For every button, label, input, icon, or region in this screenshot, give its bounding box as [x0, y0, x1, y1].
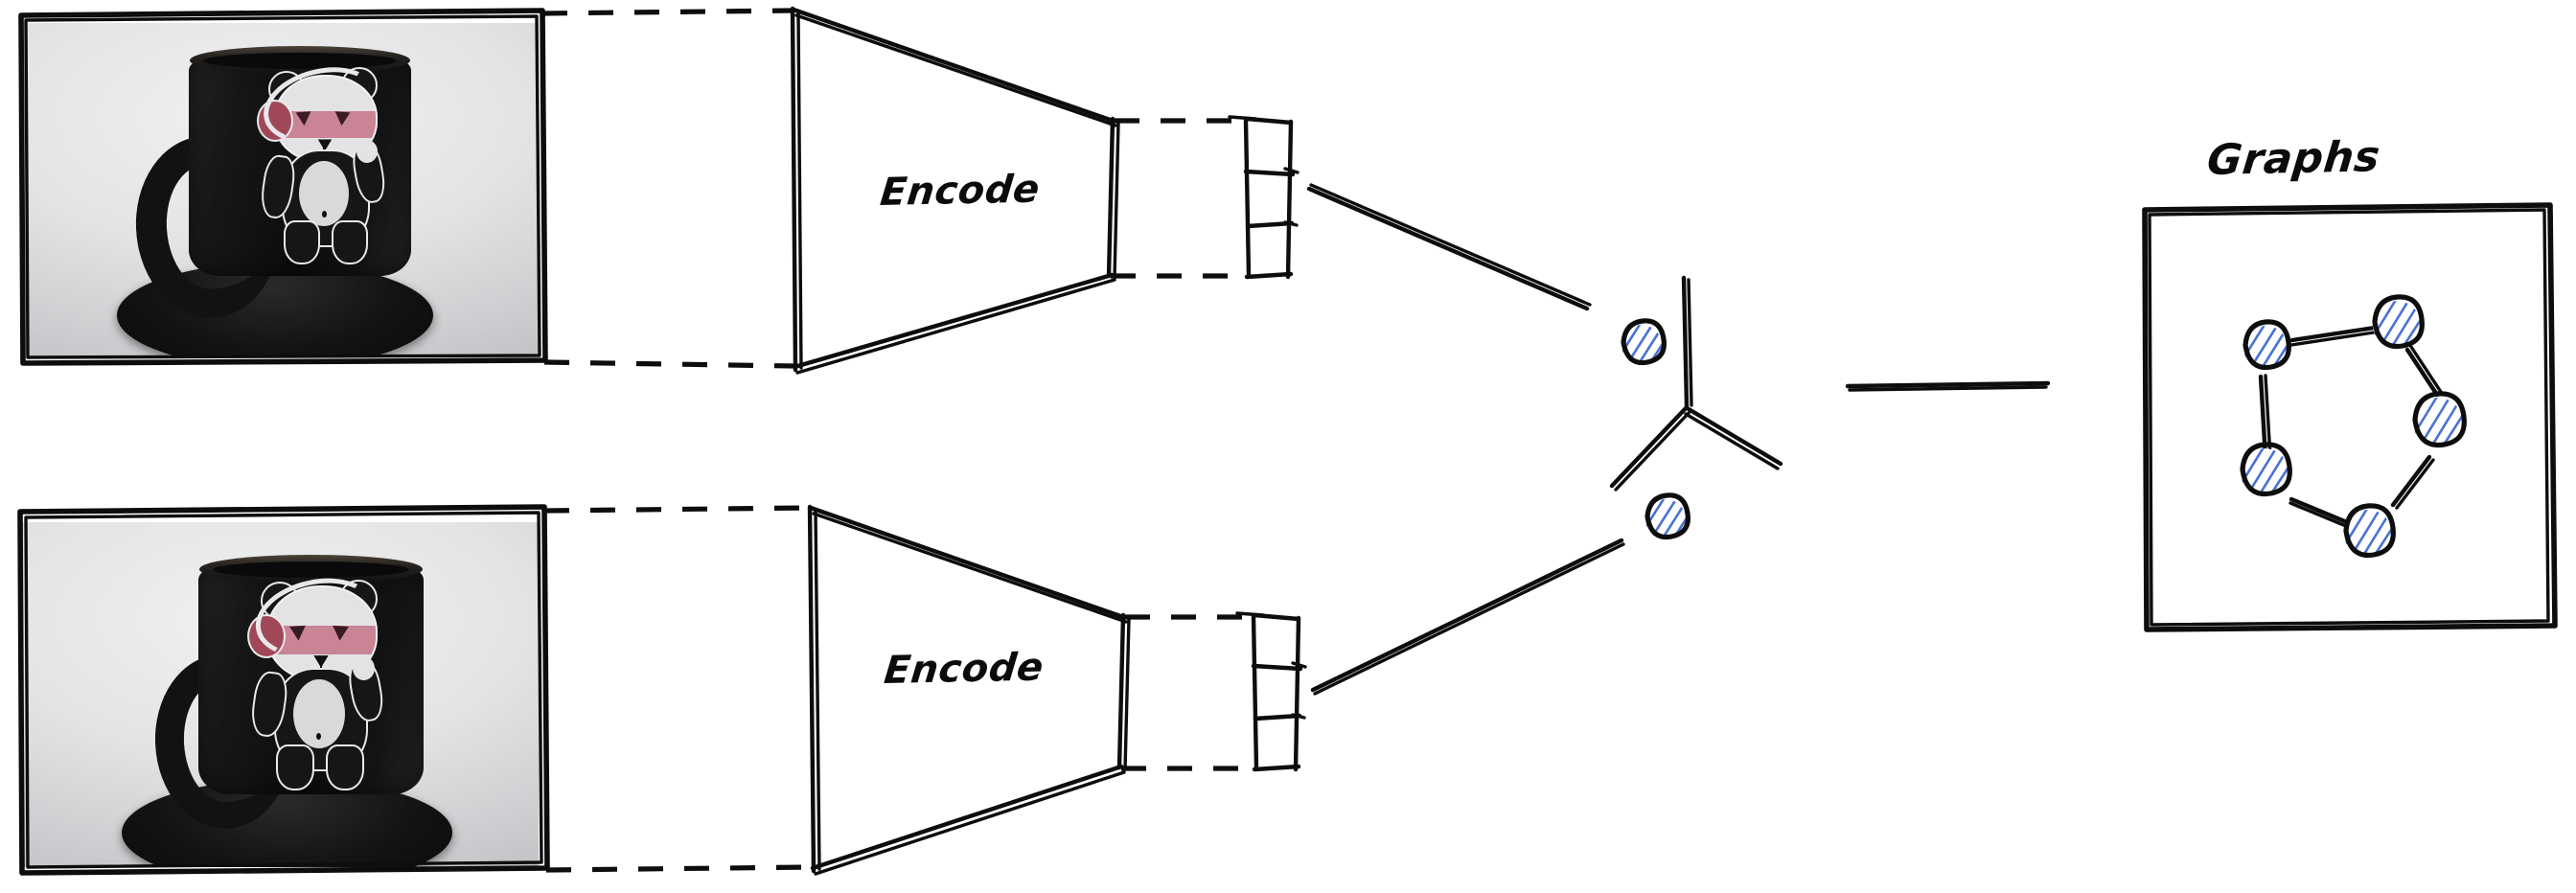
graphs-box: [2142, 202, 2558, 632]
guide-dashed-latent-top: [1111, 118, 1246, 279]
junction-node-bottom: [1644, 492, 1690, 540]
encoder-bottom-label: Encode: [882, 645, 1046, 693]
mug-photo-bottom: [21, 522, 539, 867]
graph-edges: [2258, 325, 2443, 528]
latent-vector-top: [1228, 115, 1300, 280]
graph-node: [2372, 294, 2425, 350]
junction-to-graphs-connector: [1845, 380, 2051, 392]
guide-dashed-bottom: [543, 505, 814, 873]
merge-junction-symbol: [1609, 275, 1783, 492]
edge-latent-bottom-to-junction: [1310, 538, 1625, 696]
graph-node: [2242, 319, 2291, 371]
encoder-top-label: Encode: [878, 167, 1043, 215]
graph-node: [2240, 442, 2292, 497]
latent-vector-bottom: [1235, 611, 1307, 772]
panda-decal-bottom: [247, 567, 391, 790]
graph-node: [2343, 503, 2396, 559]
guide-dashed-top: [541, 8, 795, 369]
junction-node-top: [1621, 318, 1667, 366]
panda-decal-top: [255, 56, 393, 264]
graph-node: [2412, 391, 2467, 448]
graphs-panel-title: Graphs: [2204, 132, 2382, 185]
mug-photo-top: [21, 23, 539, 356]
input-image-top: [21, 23, 539, 356]
input-image-bottom: [21, 522, 539, 867]
guide-dashed-latent-bottom: [1121, 614, 1254, 771]
edge-latent-top-to-junction: [1306, 183, 1592, 311]
